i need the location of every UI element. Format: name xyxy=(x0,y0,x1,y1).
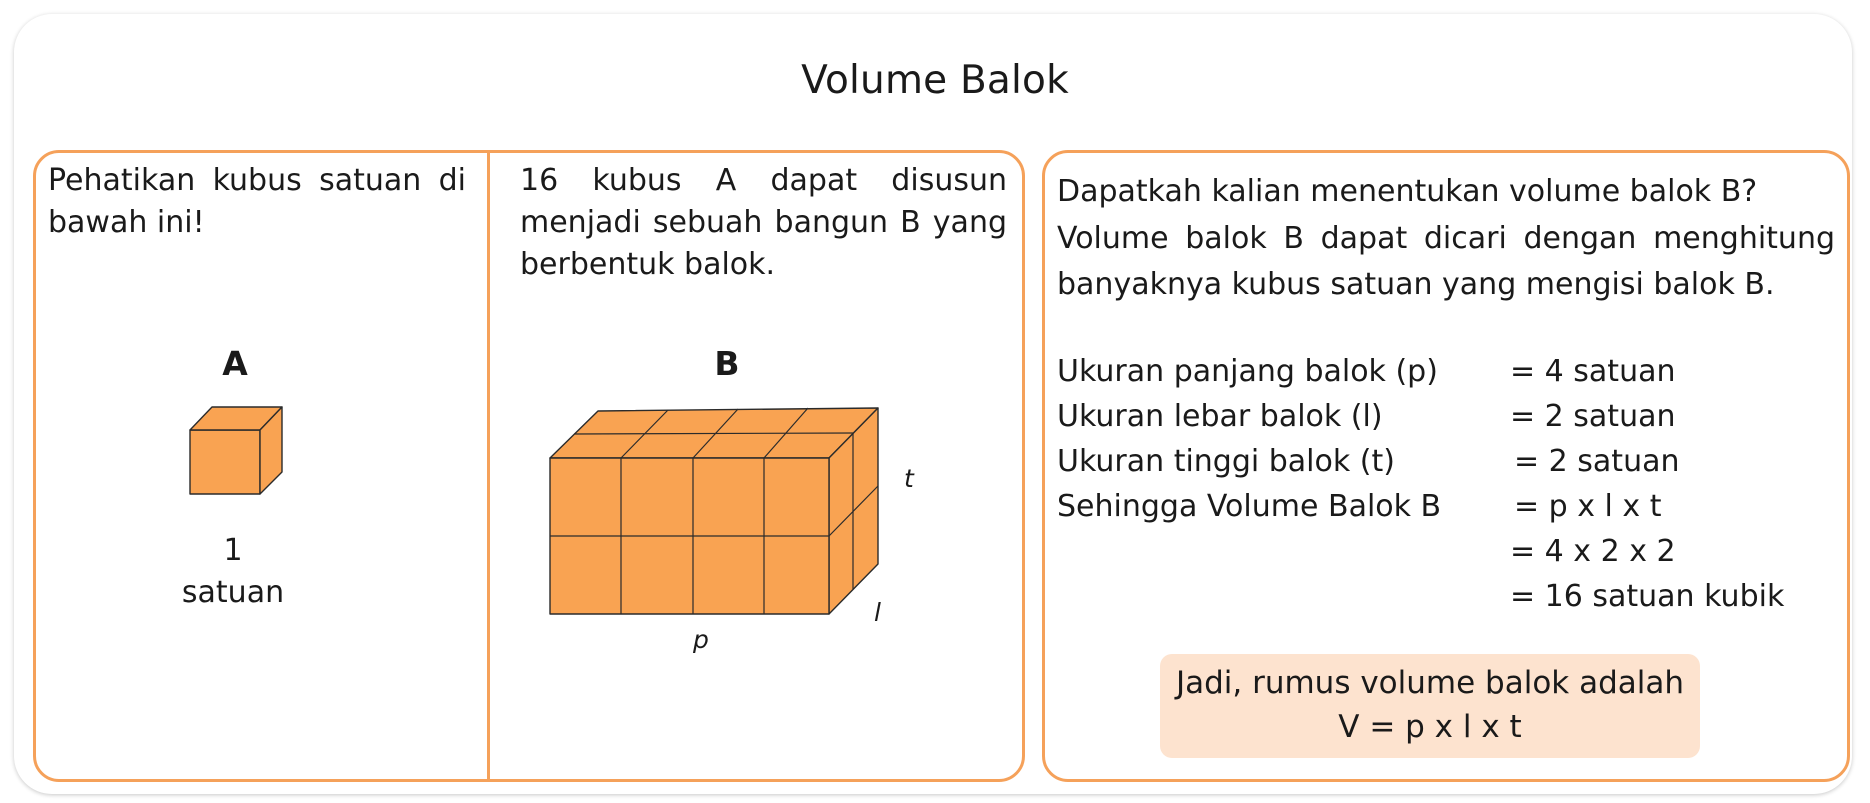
panel-divider xyxy=(487,150,490,782)
right-panel xyxy=(1042,150,1850,782)
conclusion-box: Jadi, rumus volume balok adalah V = p x … xyxy=(1160,654,1700,758)
volume-explanation: Volume balok B dapat dicari dengan mengh… xyxy=(1057,221,1835,302)
row-value-substitution: = 4 x 2 x 2 xyxy=(1510,534,1676,569)
conclusion-formula: V = p x l x t xyxy=(1338,709,1522,745)
dim-label-l: l xyxy=(874,598,881,627)
volume-question: Dapatkah kalian menentukan volume balok … xyxy=(1057,174,1758,209)
conclusion-text: Jadi, rumus volume balok adalah xyxy=(1175,665,1685,701)
row-value-tinggi: = 2 satuan xyxy=(1514,444,1680,479)
row-label-lebar: Ukuran lebar balok (l) xyxy=(1057,399,1383,434)
row-label-panjang: Ukuran panjang balok (p) xyxy=(1057,354,1438,389)
row-label-tinggi: Ukuran tinggi balok (t) xyxy=(1057,444,1395,479)
left-panel xyxy=(33,150,1025,782)
row-label-volume: Sehingga Volume Balok B xyxy=(1057,489,1442,524)
unit-cube-intro: Pehatikan kubus satuan di bawah ini! xyxy=(48,163,466,240)
row-value-formula: = p x l x t xyxy=(1514,489,1662,524)
cuboid-label-b: B xyxy=(714,344,740,383)
dim-label-t: t xyxy=(904,464,915,493)
unit-cube-caption: 1 satuan xyxy=(181,533,285,610)
dim-label-p: p xyxy=(692,625,709,654)
page-title: Volume Balok xyxy=(801,58,1069,103)
row-value-panjang: = 4 satuan xyxy=(1510,354,1676,389)
row-value-lebar: = 2 satuan xyxy=(1510,399,1676,434)
cube-label-a: A xyxy=(222,344,248,383)
row-value-result: = 16 satuan kubik xyxy=(1510,579,1785,614)
cuboid-intro: 16 kubus A dapat disusun menjadi sebuah … xyxy=(520,163,1007,282)
